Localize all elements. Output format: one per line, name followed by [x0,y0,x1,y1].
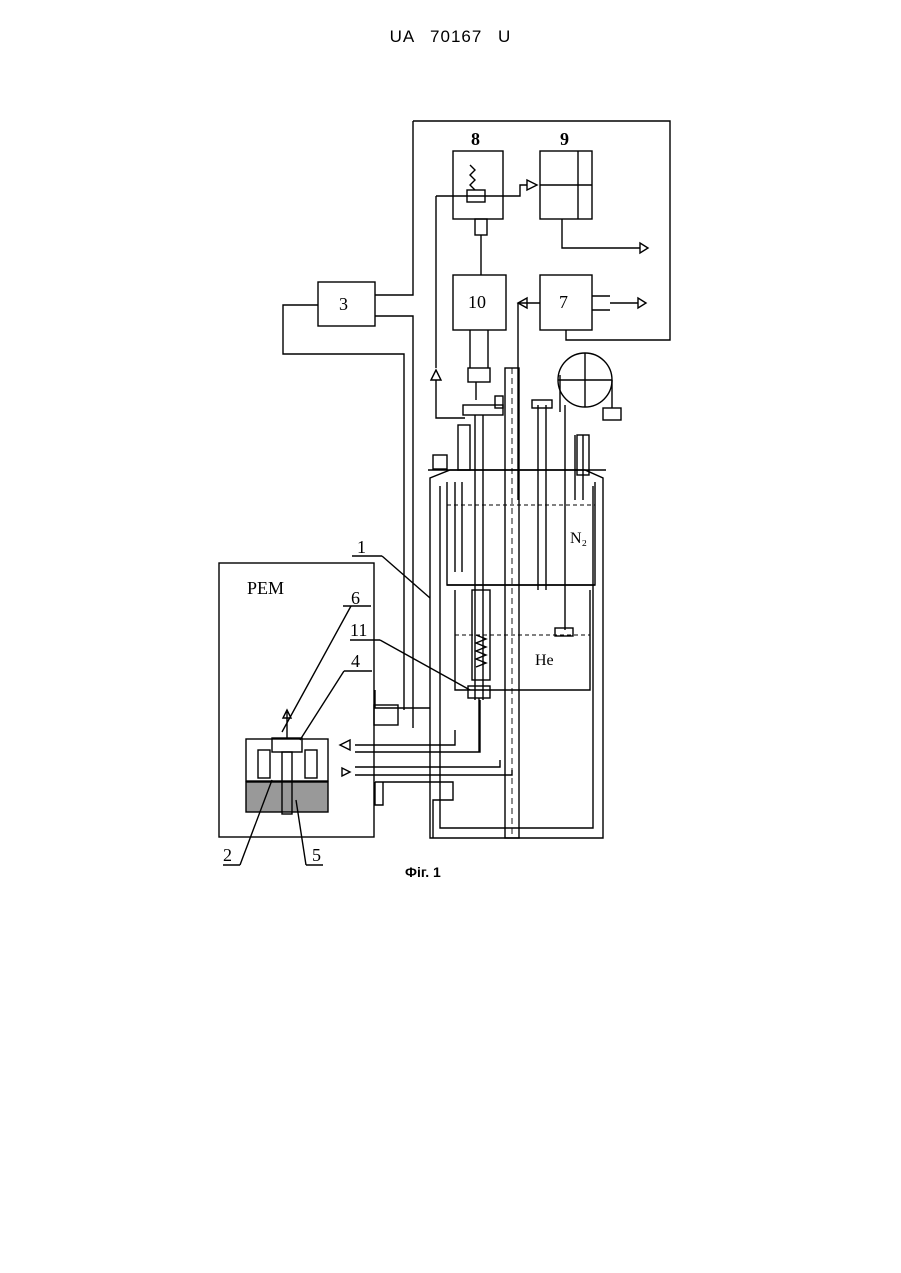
label-1: 1 [357,537,366,557]
label-9: 9 [560,129,569,149]
label-8: 8 [471,129,480,149]
label-7: 7 [559,292,568,312]
label-6: 6 [351,588,360,608]
label-n2: N₂ [570,530,587,547]
line-3-down [375,316,413,728]
block-8 [453,151,503,219]
cryostat-vessel [430,470,603,838]
label-3: 3 [339,294,348,314]
figure-caption: Фіг. 1 [405,864,441,880]
label-11: 11 [350,620,367,640]
label-pem: PEM [247,578,284,598]
label-4: 4 [351,651,360,671]
label-he: He [535,652,554,669]
feedback-line [413,121,670,340]
sample-holder [246,710,328,814]
label-5: 5 [312,845,321,865]
line-3-left [283,305,404,710]
line-3-to-top [375,121,413,295]
label-2: 2 [223,845,232,865]
label-10: 10 [468,292,486,312]
